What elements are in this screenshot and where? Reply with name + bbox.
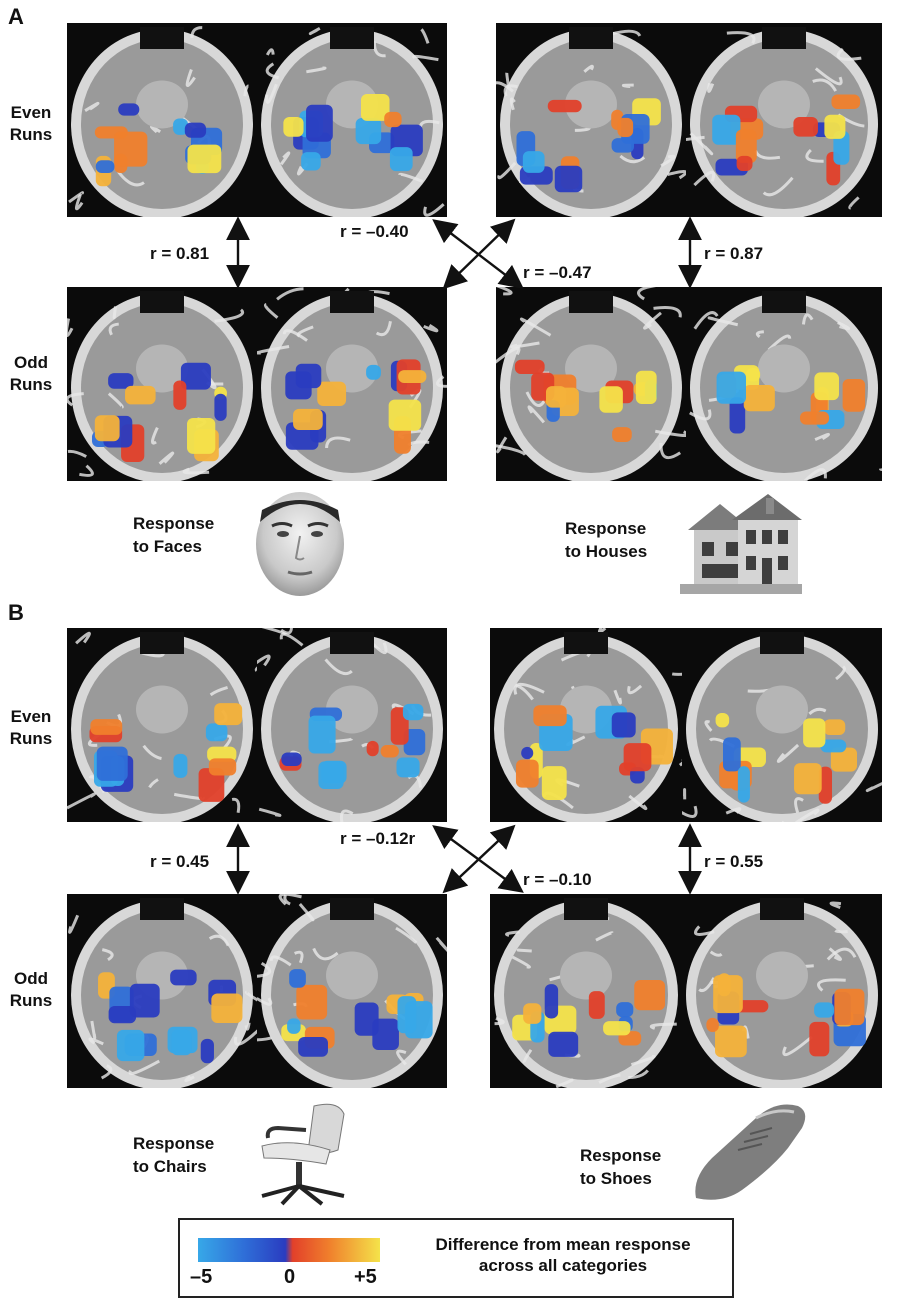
panel-b-even-slice-4 bbox=[682, 628, 882, 822]
panel-a-even-slice-1 bbox=[67, 23, 257, 217]
panel-b-corr-right: r = 0.55 bbox=[704, 852, 764, 871]
colorbar-gradient bbox=[198, 1238, 380, 1262]
shoe-stimulus-image bbox=[692, 1098, 810, 1204]
panel-b-even-slice-2 bbox=[257, 628, 447, 822]
chair-stimulus-image bbox=[252, 1098, 352, 1208]
panel-a-even-slice-2 bbox=[257, 23, 447, 217]
panel-b-even-slice-3 bbox=[490, 628, 682, 822]
panel-b-even-slice-1 bbox=[67, 628, 257, 822]
panel-b-right-caption: Response to Shoes bbox=[580, 1146, 662, 1188]
panel-b-even-label: Even Runs bbox=[9, 707, 53, 748]
panel-a-odd-slice-3 bbox=[496, 287, 686, 481]
panel-b-odd-label: Odd Runs bbox=[9, 969, 53, 1010]
colorbar-mid-label: 0 bbox=[284, 1266, 296, 1288]
panel-a-left-caption: Response to Faces bbox=[133, 514, 215, 556]
panel-b-corr-left: r = 0.45 bbox=[150, 852, 210, 871]
panel-b-corr-cross-2: r = –0.10 bbox=[523, 870, 592, 889]
face-stimulus-image bbox=[250, 488, 350, 598]
panel-b-odd-slice-2 bbox=[257, 894, 447, 1088]
colorbar-min-label: –5 bbox=[190, 1266, 213, 1288]
panel-b-corr-cross-1: r = –0.12r bbox=[340, 829, 416, 848]
panel-a-even-slice-4 bbox=[686, 23, 882, 217]
panel-a-odd-slice-4 bbox=[686, 287, 882, 481]
panel-b-letter: B bbox=[8, 600, 24, 625]
panel-b-odd-slice-4 bbox=[682, 894, 882, 1088]
panel-a-corr-cross-2: r = –0.47 bbox=[523, 263, 592, 282]
panel-b-odd-slice-3 bbox=[490, 894, 682, 1088]
panel-a-corr-left: r = 0.81 bbox=[150, 244, 210, 263]
panel-a-corr-right: r = 0.87 bbox=[704, 244, 764, 263]
colorbar-max-label: +5 bbox=[354, 1266, 377, 1288]
colorbar-legend: –5 0 +5 Difference from mean response ac… bbox=[178, 1218, 734, 1298]
panel-b-odd-slice-1 bbox=[67, 894, 257, 1088]
panel-a-odd-label: Odd Runs bbox=[9, 353, 53, 394]
house-stimulus-image bbox=[680, 490, 802, 594]
panel-a-even-slice-3 bbox=[496, 23, 686, 217]
panel-a-letter: A bbox=[8, 4, 24, 29]
panel-a-corr-cross-1: r = –0.40 bbox=[340, 222, 409, 241]
panel-a-odd-slice-2 bbox=[257, 287, 447, 481]
panel-a-right-caption: Response to Houses bbox=[565, 519, 648, 561]
panel-a-even-label: Even Runs bbox=[9, 103, 53, 144]
panel-b-left-caption: Response to Chairs bbox=[133, 1134, 215, 1176]
colorbar-description: Difference from mean response across all… bbox=[435, 1235, 691, 1275]
panel-a-odd-slice-1 bbox=[67, 287, 257, 481]
